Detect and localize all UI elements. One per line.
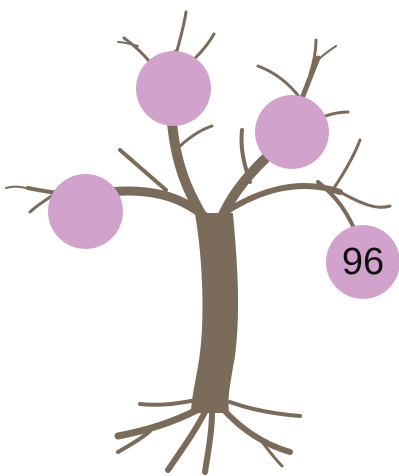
fruit-label-4: 96 [342,243,384,281]
fruit-circle-3[interactable] [48,174,123,249]
fruit-circle-4[interactable]: 96 [326,225,399,299]
fruit-circle-1[interactable] [136,51,211,126]
tree-trunk [192,214,237,412]
fruit-circle-2[interactable] [255,95,329,169]
